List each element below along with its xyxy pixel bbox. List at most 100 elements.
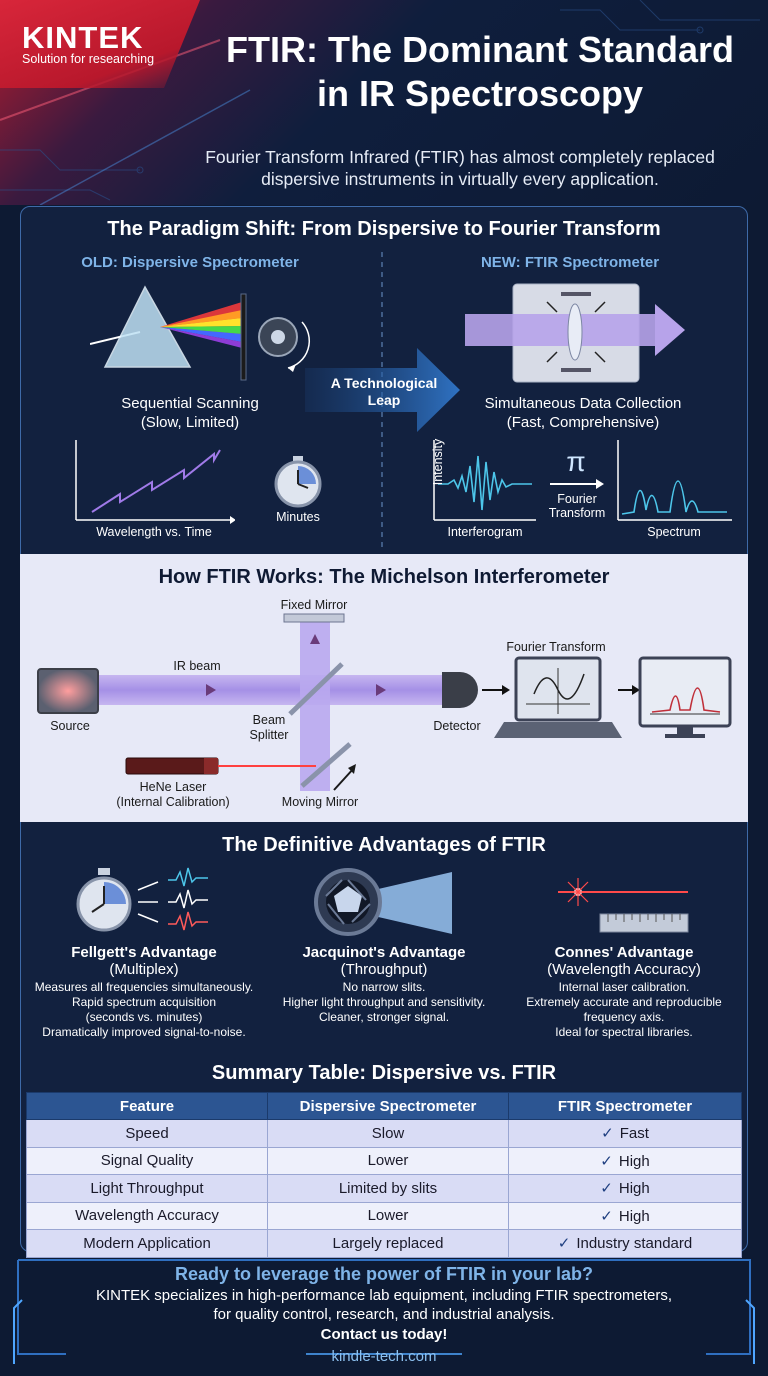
page-title-line2: in IR Spectroscopy — [316, 73, 644, 114]
cell-value: High — [618, 1152, 650, 1170]
subtitle-line1: Fourier Transform Infrared (FTIR) has al… — [205, 147, 715, 167]
source-label: Source — [50, 719, 90, 733]
old-caption: Sequential Scanning (Slow, Limited) — [70, 394, 310, 432]
table-cell: Limited by slits — [267, 1174, 509, 1203]
paradigm-title: The Paradigm Shift: From Dispersive to F… — [107, 218, 661, 240]
table-cell: Modern Application — [26, 1229, 268, 1258]
table-row: Signal Quality Lower ✓ High — [26, 1146, 742, 1175]
table-cell: Signal Quality — [26, 1146, 268, 1175]
page-title: FTIR: The Dominant Standard in IR Spectr… — [200, 28, 760, 116]
subtitle-line2: dispersive instruments in virtually ever… — [261, 169, 659, 189]
brand-logo[interactable]: KINTEK — [22, 20, 144, 55]
detector-label: Detector — [433, 719, 481, 733]
summary-title: Summary Table: Dispersive vs. FTIR — [211, 1062, 557, 1084]
table-cell: Slow — [267, 1119, 509, 1148]
check-icon: ✓ — [601, 1125, 614, 1143]
cell-value: High — [618, 1180, 650, 1198]
table-cell: ✓ High — [508, 1146, 742, 1175]
leap-line2: Leap — [367, 392, 401, 408]
beam-splitter-label: Beam Splitter — [236, 713, 302, 743]
footer-frame — [13, 1259, 755, 1364]
technological-leap-arrow — [305, 348, 460, 432]
old-caption-line2: (Slow, Limited) — [140, 414, 240, 431]
advantage-sub: (Wavelength Accuracy) — [547, 961, 701, 978]
aperture-icon — [314, 868, 452, 936]
contact-text: Contact us today! — [320, 1326, 448, 1343]
table-cell: Speed — [26, 1119, 268, 1148]
old-caption-line1: Sequential Scanning — [121, 395, 259, 412]
website-link[interactable]: kindle-tech.com — [300, 1348, 468, 1366]
laser-ruler-icon — [558, 878, 689, 933]
advantage-line: Internal laser calibration. — [558, 980, 690, 994]
advantages-title: The Definitive Advantages of FTIR — [222, 834, 546, 856]
cta-body-line2: for quality control, research, and indus… — [213, 1306, 555, 1323]
website-link-text[interactable]: kindle-tech.com — [331, 1348, 437, 1365]
moving-mirror-label: Moving Mirror — [281, 795, 359, 809]
column-header: FTIR Spectrometer — [508, 1092, 742, 1120]
advantage-desc: No narrow slits. Higher light throughput… — [266, 980, 502, 1025]
interferogram-graph — [433, 440, 536, 521]
advantage-desc: Internal laser calibration. Extremely ac… — [504, 980, 744, 1040]
advantage-jacquinot: Jacquinot's Advantage (Throughput) No na… — [266, 944, 502, 1025]
spectrum-label: Spectrum — [647, 525, 701, 539]
column-header: Feature — [26, 1092, 268, 1120]
advantage-line: Higher light throughput and sensitivity. — [282, 995, 486, 1009]
table-row: Modern Application Largely replaced ✓ Ind… — [26, 1229, 742, 1258]
fourier-line2: Transform — [548, 506, 606, 520]
minutes-label: Minutes — [276, 510, 320, 524]
michelson-diagram — [37, 613, 732, 791]
laser-line1: HeNe Laser — [139, 780, 207, 794]
leap-line1: A Technological — [330, 375, 438, 391]
table-cell: ✓ Industry standard — [508, 1229, 742, 1258]
new-caption-line2: (Fast, Comprehensive) — [506, 414, 660, 431]
new-heading: NEW: FTIR Spectrometer — [480, 254, 660, 271]
ir-beam-label: IR beam — [173, 659, 221, 673]
cell-value: Fast — [619, 1125, 649, 1143]
table-cell: Largely replaced — [267, 1229, 509, 1258]
check-icon: ✓ — [557, 1235, 571, 1253]
beam-line2: Splitter — [249, 728, 289, 742]
advantage-name: Jacquinot's Advantage — [302, 944, 466, 961]
old-heading: OLD: Dispersive Spectrometer — [81, 254, 299, 271]
new-caption-line1: Simultaneous Data Collection — [484, 395, 682, 412]
table-cell: ✓ High — [508, 1174, 742, 1203]
check-icon: ✓ — [600, 1152, 613, 1170]
pi-symbol: π — [566, 446, 586, 477]
laser-line2: (Internal Calibration) — [116, 795, 230, 809]
fourier-transform-label: Fourier Transform — [540, 492, 614, 520]
advantage-name: Fellgett's Advantage — [71, 944, 217, 961]
cell-value: High — [618, 1207, 650, 1225]
advantage-connes: Connes' Advantage (Wavelength Accuracy) … — [504, 944, 744, 1040]
spectrum-graph — [617, 440, 732, 521]
table-row: Wavelength Accuracy Lower ✓High — [26, 1201, 742, 1230]
cta-body: KINTEK specializes in high-performance l… — [8, 1286, 760, 1324]
table-cell: ✓High — [508, 1201, 742, 1230]
cta-heading: Ready to leverage the power of FTIR in y… — [174, 1264, 594, 1284]
wavelength-time-label: Wavelength vs. Time — [96, 525, 212, 539]
table-cell: Lower — [267, 1146, 509, 1175]
laser-label: HeNe Laser (Internal Calibration) — [100, 780, 246, 810]
fourier-transform-caption: Fourier Transform — [506, 640, 606, 654]
fixed-mirror-label: Fixed Mirror — [280, 598, 348, 612]
check-icon: ✓ — [600, 1180, 613, 1198]
cta-body-line1: KINTEK specializes in high-performance l… — [95, 1287, 673, 1304]
advantage-line: Rapid spectrum acquisition — [71, 995, 217, 1009]
brand-tagline: Solution for researching — [22, 52, 155, 66]
advantage-line: frequency axis. — [583, 1010, 665, 1024]
fourier-line1: Fourier — [557, 492, 597, 506]
summary-table: Feature Dispersive Spectrometer FTIR Spe… — [26, 1092, 742, 1258]
beam-line1: Beam — [252, 713, 286, 727]
cell-value: Industry standard — [576, 1235, 693, 1253]
column-header: Dispersive Spectrometer — [267, 1092, 509, 1120]
advantage-line: Ideal for spectral libraries. — [555, 1025, 693, 1039]
table-row: Speed Slow ✓ Fast — [26, 1119, 742, 1148]
table-row: Light Throughput Limited by slits ✓High — [26, 1174, 742, 1203]
advantage-desc: Measures all frequencies simultaneously.… — [24, 980, 264, 1040]
advantage-line: (seconds vs. minutes) — [85, 1010, 203, 1024]
ftir-box-illustration — [465, 283, 685, 383]
prism-illustration — [90, 285, 311, 381]
advantage-line: Measures all frequencies simultaneously. — [34, 980, 254, 994]
table-header-row: Feature Dispersive Spectrometer FTIR Spe… — [26, 1092, 742, 1120]
stopwatch-icon — [274, 456, 322, 508]
transform-arrow — [550, 479, 604, 489]
